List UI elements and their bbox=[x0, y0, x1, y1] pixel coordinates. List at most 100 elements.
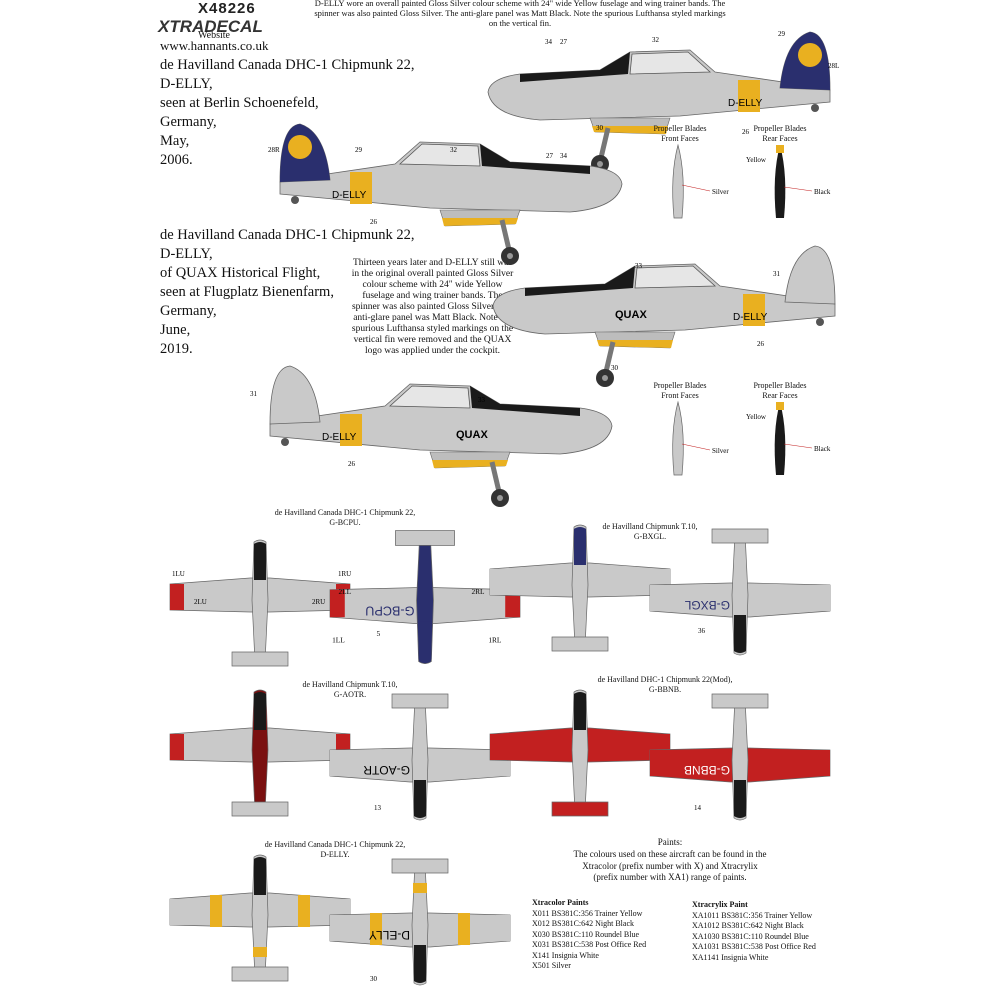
propeller-blades-2: Silver Yellow Black bbox=[672, 400, 831, 476]
xtracolor-list: Xtracolor Paints X011 BS381C:356 Trainer… bbox=[532, 898, 646, 972]
scheme1-title: de Havilland Canada DHC-1 Chipmunk 22, D-… bbox=[160, 56, 415, 170]
text-label: X011 BS381C:356 Trainer Yellow bbox=[532, 908, 643, 918]
text-label: 33 bbox=[478, 396, 486, 404]
text-label: May, bbox=[160, 133, 190, 149]
text-label: G-BCPU bbox=[365, 604, 414, 618]
text-label: QUAX bbox=[615, 309, 647, 321]
text-label: 1LL bbox=[332, 636, 345, 645]
prop-front-label-1: Propeller Blades Front Faces bbox=[653, 124, 707, 143]
text-label: 27 bbox=[560, 38, 568, 46]
registration-text: D-ELLY bbox=[332, 190, 367, 201]
top-view-g-aotr-lower: G-AOTR 13 bbox=[329, 693, 511, 821]
text-label: 2LU bbox=[194, 598, 207, 606]
propeller-blades-1: Silver Yellow Black bbox=[672, 143, 831, 219]
text-label: 26 bbox=[757, 340, 765, 348]
caption-g-bcpu: de Havilland Canada DHC-1 Chipmunk 22, G… bbox=[274, 508, 416, 527]
caption-d-elly: de Havilland Canada DHC-1 Chipmunk 22, D… bbox=[264, 840, 406, 859]
top-view-g-bxgl-lower: G-BXGL 36 bbox=[649, 528, 831, 656]
text-label: de Havilland Canada DHC-1 Chipmunk 22, bbox=[160, 57, 415, 73]
paints-heading: Paints: bbox=[657, 837, 683, 847]
text-label: seen at Flugplatz Bienenfarm, bbox=[160, 284, 334, 300]
paints-intro: The colours used on these aircraft can b… bbox=[573, 849, 767, 882]
text-label: X141 Insignia White bbox=[532, 950, 599, 960]
text-label: 2LL bbox=[338, 587, 351, 596]
text-label: Black bbox=[814, 445, 831, 453]
top-view-g-bxgl-upper bbox=[489, 524, 671, 652]
text-label: X030 BS381C:110 Roundel Blue bbox=[532, 929, 640, 939]
text-label: D-ELLY bbox=[733, 312, 768, 323]
text-label: G-BBNB bbox=[684, 763, 730, 777]
text-label: 32 bbox=[652, 36, 660, 44]
prop-rear-label-1: Propeller Blades Rear Faces bbox=[753, 124, 807, 143]
prop-front-label-2: Propeller Blades Front Faces bbox=[653, 381, 707, 400]
text-label: D-ELLY, bbox=[160, 76, 213, 92]
logo-brand: XTRADECAL bbox=[158, 17, 263, 36]
text-label: 26 bbox=[370, 218, 378, 226]
top-view-g-bcpu-upper: 1LU 1RU 2LU 2RU bbox=[169, 539, 351, 667]
text-label: 36 bbox=[698, 627, 706, 635]
text-label: 13 bbox=[374, 804, 382, 812]
top-view-g-bbnb-lower: G-BBNB 14 bbox=[649, 693, 831, 821]
text-label: seen at Berlin Schoenefeld, bbox=[160, 95, 319, 111]
top-view-d-elly-lower: D-ELLY 30 bbox=[329, 858, 511, 986]
text-label: X031 BS381C:538 Post Office Red bbox=[532, 940, 647, 949]
text-label: de Havilland Canada DHC-1 Chipmunk 22, bbox=[160, 227, 415, 243]
scheme2-note: Thirteen years later and D-ELLY still wa… bbox=[351, 258, 514, 356]
text-label: D-ELLY bbox=[369, 928, 410, 942]
registration-text: D-ELLY bbox=[728, 98, 763, 109]
text-label: XA1141 Insignia White bbox=[692, 952, 769, 962]
text-label: G-BXGL bbox=[684, 598, 730, 612]
text-label: 32 bbox=[450, 146, 458, 154]
caption-g-aotr: de Havilland Chipmunk T.10, G-AOTR. bbox=[302, 680, 398, 699]
text-label: X012 BS381C:642 Night Black bbox=[532, 919, 635, 928]
text-label: 1RU bbox=[338, 570, 351, 578]
text-label: June, bbox=[160, 322, 191, 338]
text-label: 5 bbox=[376, 629, 380, 638]
text-label: Xtracrylix Paint bbox=[692, 900, 748, 909]
callout-2rl: 2RL bbox=[471, 587, 485, 596]
text-label: QUAX bbox=[456, 429, 488, 441]
text-label: 29 bbox=[778, 30, 786, 38]
text-label: Xtracolor Paints bbox=[532, 898, 589, 907]
side-view-d-elly-2006-right: D-ELLY 28R 29 32 27 34 26 bbox=[268, 122, 630, 262]
text-label: 28L bbox=[828, 62, 839, 70]
text-label: XA1030 BS381C:110 Roundel Blue bbox=[692, 931, 809, 941]
text-label: 34 bbox=[560, 152, 568, 160]
text-label: 30 bbox=[611, 364, 619, 372]
text-label: 30 bbox=[370, 975, 378, 983]
text-label: 1LU bbox=[172, 570, 185, 578]
xtracrylix-list: Xtracrylix Paint XA1011 BS381C:356 Train… bbox=[692, 900, 816, 963]
website-label: Website bbox=[198, 30, 230, 41]
text-label: Yellow bbox=[746, 156, 767, 164]
text-label: Germany, bbox=[160, 303, 217, 319]
text-label: Black bbox=[814, 188, 831, 196]
caption-g-bbnb: de Havilland DHC-1 Chipmunk 22(Mod), G-B… bbox=[597, 675, 733, 694]
text-label: 29 bbox=[355, 146, 363, 154]
website-url[interactable]: www.hannants.co.uk bbox=[160, 38, 269, 53]
text-label: 26 bbox=[348, 460, 356, 468]
text-label: XA1011 BS381C:356 Trainer Yellow bbox=[692, 910, 813, 920]
text-label: 31 bbox=[250, 390, 258, 398]
text-label: Germany, bbox=[160, 114, 217, 130]
text-label: XA1012 BS381C:642 Night Black bbox=[692, 921, 804, 930]
text-label: of QUAX Historical Flight, bbox=[160, 265, 321, 281]
text-label: 14 bbox=[694, 804, 702, 812]
text-label: X501 Silver bbox=[532, 961, 571, 970]
text-label: 2006. bbox=[160, 152, 193, 168]
text-label: Yellow bbox=[746, 413, 767, 421]
text-label: 27 bbox=[546, 152, 554, 160]
logo-code: X48226 bbox=[198, 0, 256, 17]
top-view-g-aotr-upper bbox=[169, 689, 351, 817]
text-label: D-ELLY, bbox=[160, 246, 213, 262]
text-label: 2RU bbox=[312, 598, 325, 606]
text-label: 31 bbox=[773, 270, 781, 278]
text-label: 28R bbox=[268, 146, 280, 154]
logo: X48226 XTRADECAL bbox=[158, 0, 263, 37]
top-view-d-elly-upper bbox=[169, 854, 351, 982]
top-note: D-ELLY wore an overall painted Gloss Sil… bbox=[314, 0, 726, 28]
text-label: G-AOTR bbox=[363, 763, 410, 777]
top-view-g-bbnb-upper bbox=[489, 689, 671, 817]
